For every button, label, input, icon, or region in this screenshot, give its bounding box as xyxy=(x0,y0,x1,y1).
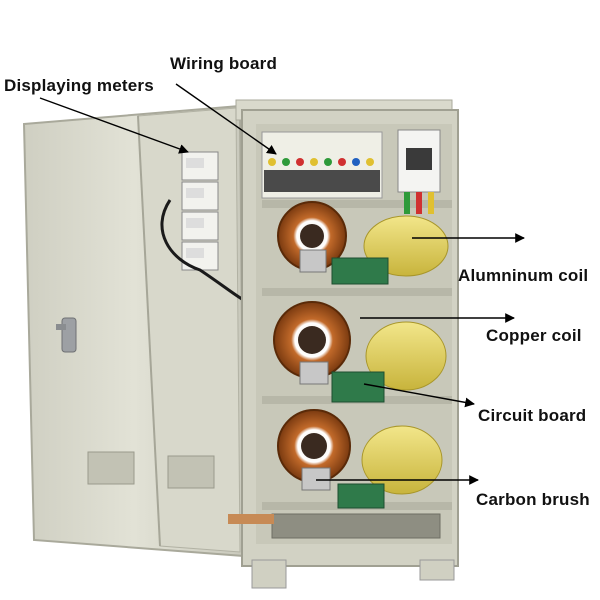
regulator-level-1 xyxy=(277,201,449,285)
wiring-board xyxy=(261,131,383,199)
annotation-arrows xyxy=(39,83,525,485)
label-circuit-board: Circuit board xyxy=(478,406,587,425)
label-carbon-brush: Carbon brush xyxy=(476,490,590,509)
regulator-level-2 xyxy=(273,301,447,403)
door-vent-left xyxy=(87,451,135,485)
door-vent-right xyxy=(167,455,215,489)
door-handle-icon xyxy=(56,317,77,353)
ground-strap xyxy=(228,514,274,524)
label-aluminum-coil: Alumninum coil xyxy=(458,266,589,285)
label-displaying-meters: Displaying meters xyxy=(4,76,154,95)
circuit-breaker xyxy=(397,129,441,214)
label-copper-coil: Copper coil xyxy=(486,326,582,345)
label-wiring-board: Wiring board xyxy=(170,54,278,73)
regulator-level-3 xyxy=(277,409,443,509)
